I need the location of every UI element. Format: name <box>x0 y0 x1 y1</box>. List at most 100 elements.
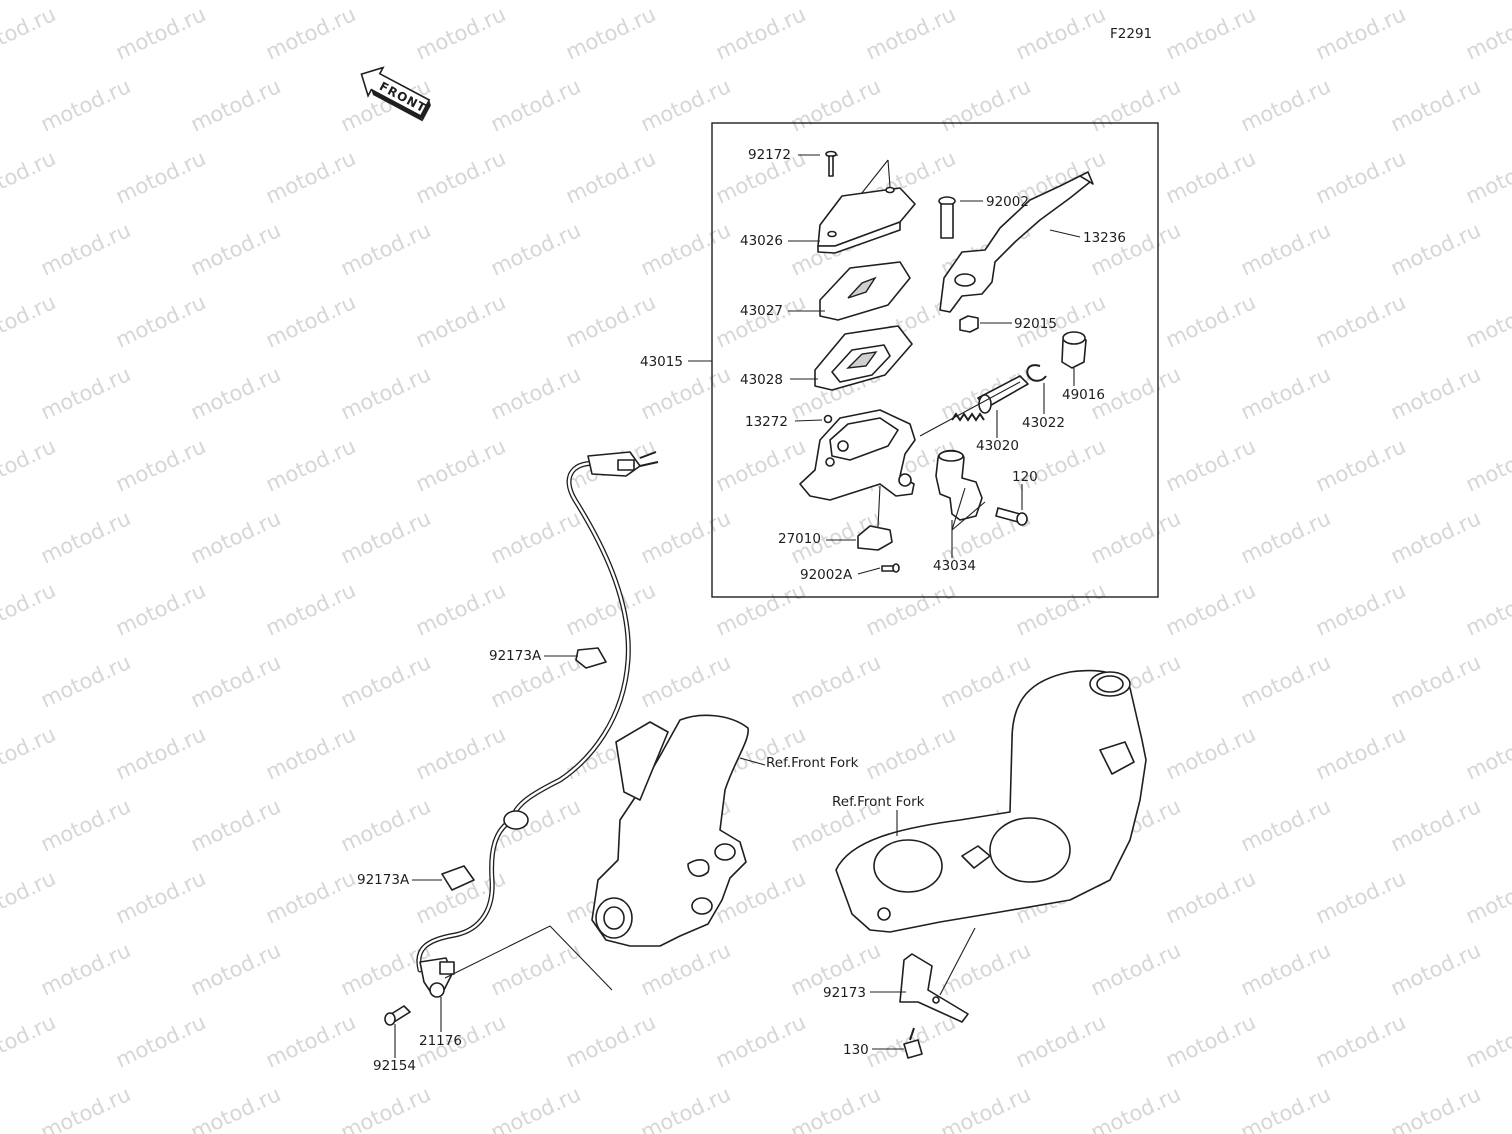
watermark-text: motod.ru <box>0 578 59 640</box>
label-43026: 43026 <box>740 233 783 249</box>
watermark-text: motod.ru <box>862 578 959 640</box>
watermark-text: motod.ru <box>1162 146 1259 208</box>
watermark-text: motod.ru <box>1162 722 1259 784</box>
watermark-text: motod.ru <box>1162 2 1259 64</box>
watermark-text: motod.ru <box>1387 794 1484 856</box>
watermark-text: motod.ru <box>0 146 59 208</box>
watermark-text: motod.ru <box>37 1082 134 1134</box>
watermark-text: motod.ru <box>262 290 359 352</box>
watermark-text: motod.ru <box>187 74 284 136</box>
diaphragm-plate-43027-icon <box>819 261 911 321</box>
watermark-text: motod.ru <box>562 146 659 208</box>
watermark-text: motod.ru <box>637 74 734 136</box>
watermark-text: motod.ru <box>337 362 434 424</box>
watermark-text: motod.ru <box>337 794 434 856</box>
clamp-92173A-lower-icon <box>441 865 475 891</box>
watermark-text: motod.ru <box>1087 506 1184 568</box>
watermark-text: motod.ru <box>262 578 359 640</box>
watermark-text: motod.ru <box>1462 290 1512 352</box>
watermark-text: motod.ru <box>1087 938 1184 1000</box>
screw-92002A-icon <box>881 563 900 573</box>
watermark-text: motod.ru <box>37 362 134 424</box>
label-21176: 21176 <box>419 1033 462 1049</box>
watermark-text: motod.ru <box>1387 1082 1484 1134</box>
label-43020: 43020 <box>976 438 1019 454</box>
watermark-text: motod.ru <box>187 218 284 280</box>
watermark-text: motod.ru <box>112 866 209 928</box>
watermark-text: motod.ru <box>1162 578 1259 640</box>
watermark-text: motod.ru <box>487 938 584 1000</box>
watermark-text: motod.ru <box>187 938 284 1000</box>
watermark-text: motod.ru <box>487 74 584 136</box>
watermark-text: motod.ru <box>562 2 659 64</box>
watermark-text: motod.ru <box>1312 146 1409 208</box>
watermark-text: motod.ru <box>1312 290 1409 352</box>
label-92173A-lower: 92173A <box>357 872 410 888</box>
label-92172: 92172 <box>748 147 791 163</box>
brake-lever-13236-icon <box>939 171 1094 313</box>
watermark-text: motod.ru <box>1462 1010 1512 1072</box>
sensor-wire-icon <box>416 460 631 973</box>
watermark-text: motod.ru <box>1237 362 1334 424</box>
watermark-text: motod.ru <box>262 722 359 784</box>
watermark-text: motod.ru <box>0 866 59 928</box>
watermark-text: motod.ru <box>37 74 134 136</box>
watermark-text: motod.ru <box>1312 434 1409 496</box>
watermark-text: motod.ru <box>1087 74 1184 136</box>
watermark-text: motod.ru <box>1462 2 1512 64</box>
watermark-text: motod.ru <box>637 650 734 712</box>
watermark-text: motod.ru <box>0 1010 59 1072</box>
watermark-text: motod.ru <box>1387 74 1484 136</box>
bracket-92173-icon <box>899 953 969 1023</box>
watermark-text: motod.ru <box>487 218 584 280</box>
watermark-text: motod.ru <box>787 1082 884 1134</box>
label-13272: 13272 <box>745 414 788 430</box>
watermark-text: motod.ru <box>1237 650 1334 712</box>
master-cylinder-group-box <box>711 122 1159 598</box>
watermark-text: motod.ru <box>637 218 734 280</box>
watermark-text: motod.ru <box>37 218 134 280</box>
watermark-text: motod.ru <box>337 650 434 712</box>
watermark-text: motod.ru <box>487 506 584 568</box>
watermark-text: motod.ru <box>562 578 659 640</box>
watermark-text: motod.ru <box>1462 146 1512 208</box>
watermark-text: motod.ru <box>637 1082 734 1134</box>
wire-connector-icon <box>587 451 659 477</box>
watermark-text: motod.ru <box>562 1010 659 1072</box>
watermark-text: motod.ru <box>487 1082 584 1134</box>
watermark-text: motod.ru <box>187 362 284 424</box>
label-120: 120 <box>1012 469 1038 485</box>
label-130: 130 <box>843 1042 869 1058</box>
label-43034: 43034 <box>933 558 976 574</box>
watermark-text: motod.ru <box>1162 1010 1259 1072</box>
watermark-text: motod.ru <box>37 506 134 568</box>
label-43027: 43027 <box>740 303 783 319</box>
label-27010: 27010 <box>778 531 821 547</box>
label-ref-front-fork-lower: Ref.Front Fork <box>832 794 925 810</box>
watermark-text: motod.ru <box>1237 938 1334 1000</box>
label-92002A: 92002A <box>800 567 853 583</box>
watermark-text: motod.ru <box>787 650 884 712</box>
label-43022: 43022 <box>1022 415 1065 431</box>
watermark-text: motod.ru <box>712 578 809 640</box>
watermark-text: motod.ru <box>412 146 509 208</box>
watermark-text: motod.ru <box>262 866 359 928</box>
watermark-text: motod.ru <box>1087 218 1184 280</box>
watermark-text: motod.ru <box>37 938 134 1000</box>
watermark-text: motod.ru <box>937 1082 1034 1134</box>
watermark-text: motod.ru <box>37 650 134 712</box>
watermark-text: motod.ru <box>1162 290 1259 352</box>
watermark-text: motod.ru <box>37 794 134 856</box>
watermark-text: motod.ru <box>187 650 284 712</box>
boot-49016-icon <box>1061 331 1087 369</box>
watermark-text: motod.ru <box>1312 578 1409 640</box>
watermark-text: motod.ru <box>1312 722 1409 784</box>
watermark-text: motod.ru <box>1312 2 1409 64</box>
watermark-text: motod.ru <box>187 794 284 856</box>
bolt-92154-icon <box>384 1005 411 1026</box>
label-43015: 43015 <box>640 354 683 370</box>
watermark-text: motod.ru <box>337 218 434 280</box>
